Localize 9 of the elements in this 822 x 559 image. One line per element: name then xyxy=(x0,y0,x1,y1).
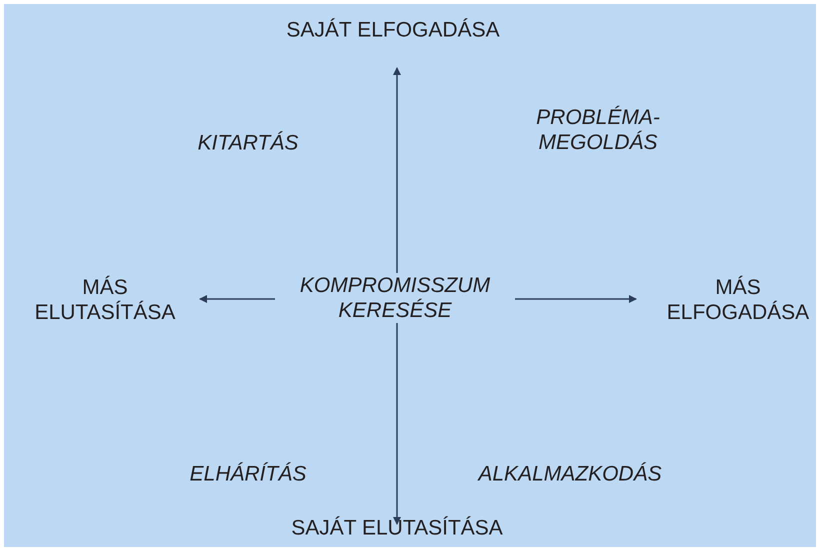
axis-label: SAJÁT ELFOGADÁSA xyxy=(285,18,501,42)
quadrant-label: ELHÁRÍTÁS xyxy=(188,462,308,486)
axis-label: MÁS ELUTASÍTÁSA xyxy=(34,275,176,325)
quadrant-label: PROBLÉMA-MEGOLDÁS xyxy=(535,105,661,155)
axis-label: MÁS ELFOGADÁSA xyxy=(666,275,810,325)
quadrant-label: ALKALMAZKODÁS xyxy=(476,462,663,486)
quadrant-label: KITARTÁS xyxy=(196,130,300,156)
axis-label: SAJÁT ELUTASÍTÁSA xyxy=(290,516,504,540)
center-label: KOMPROMISSZUM KERESÉSE xyxy=(275,273,515,323)
